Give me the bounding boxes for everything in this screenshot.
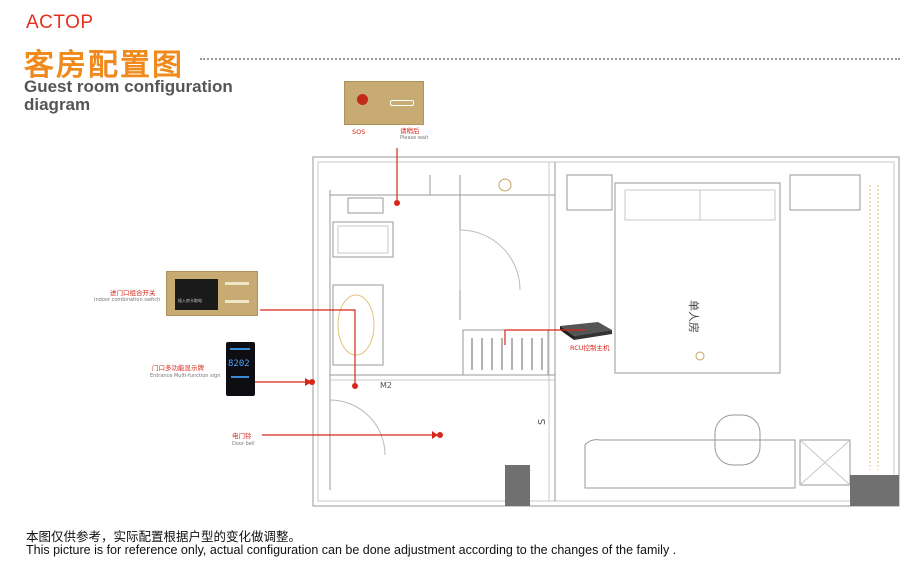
rcu-label: RCU控制主机 bbox=[570, 344, 610, 352]
entry-switch-pointer bbox=[260, 309, 356, 385]
side-table bbox=[799, 439, 851, 486]
entrance-display-label: 门口多功能显示牌 bbox=[152, 364, 204, 372]
please-wait-label-en: Please wait bbox=[400, 135, 429, 141]
switch-key-2 bbox=[225, 300, 249, 303]
entrance-display: 8202 bbox=[226, 342, 255, 396]
nightstand-right bbox=[789, 174, 861, 211]
sos-label: SOS bbox=[352, 128, 366, 136]
bathtub bbox=[332, 221, 394, 258]
desk bbox=[584, 439, 796, 489]
please-wait-label: 请稍后 bbox=[400, 127, 420, 135]
rcu-controller bbox=[560, 322, 612, 340]
entry-switch-label-en: Indoor combination switch bbox=[94, 297, 161, 303]
sos-panel bbox=[344, 81, 424, 125]
pillar-right bbox=[850, 475, 899, 506]
entry-switch-panel: 插入房卡取电 bbox=[166, 271, 258, 316]
footnote-en: This picture is for reference only, actu… bbox=[26, 543, 677, 557]
s-label: S bbox=[537, 419, 548, 425]
sos-button-icon bbox=[357, 94, 368, 105]
switch-key-1 bbox=[225, 282, 249, 285]
outer-wall bbox=[312, 156, 900, 507]
bed bbox=[614, 182, 781, 374]
sink bbox=[337, 294, 375, 356]
toilet bbox=[347, 197, 384, 214]
doorbell-label: 电门铃 bbox=[232, 432, 252, 440]
bath-light bbox=[498, 178, 512, 192]
footnote-cn: 本图仅供参考，实际配置根据户型的变化做调整。 bbox=[26, 529, 302, 544]
vanity bbox=[332, 284, 384, 366]
doorbell-label-en: Door bell bbox=[232, 441, 255, 447]
entry-switch-label: 进门口组合开关 bbox=[110, 289, 156, 297]
rcu-pointer bbox=[504, 329, 585, 345]
page-subtitle: Guest room configuration diagram bbox=[24, 77, 233, 114]
chair bbox=[714, 414, 761, 466]
nightstand-left bbox=[566, 174, 613, 211]
pillar-left bbox=[505, 465, 530, 506]
ceiling-light bbox=[695, 351, 705, 361]
entrance-display-label-en: Entrance Multi-function sign bbox=[150, 373, 221, 379]
title-divider bbox=[200, 58, 900, 60]
bed-label: 单人房 bbox=[687, 300, 700, 333]
brand-logo: ACTOP bbox=[26, 12, 94, 33]
please-wait-indicator-icon bbox=[390, 100, 414, 106]
card-slot: 插入房卡取电 bbox=[175, 279, 218, 310]
room-number: 8202 bbox=[228, 359, 250, 369]
door-label: M2 bbox=[380, 381, 392, 390]
page-title: 客房配置图 bbox=[24, 48, 184, 83]
